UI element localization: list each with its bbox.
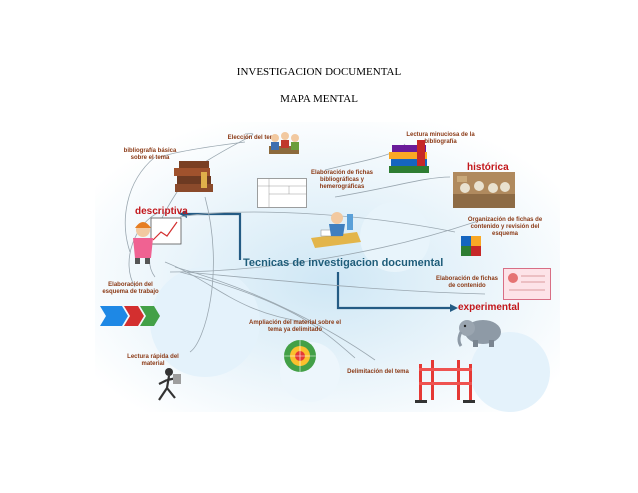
node-ampliacion-material: Ampliación del material sobre el tema ya… (248, 320, 342, 333)
bg-bubble (470, 332, 550, 412)
curve (124, 156, 156, 253)
content-card-icon (503, 268, 551, 300)
bg-bubble (150, 267, 260, 377)
category-historica: histórica (467, 162, 509, 173)
curve (184, 271, 486, 295)
student-writing-icon (311, 212, 361, 248)
curve (189, 196, 214, 353)
curve (128, 211, 161, 288)
node-delimitacion-tema: Delimitación del tema (347, 369, 409, 375)
node-organizacion-fichas: Organización de fichas de contenido y re… (467, 217, 543, 237)
historic-scene-icon (453, 172, 515, 208)
central-topic: Tecnicas de investigacion documental (243, 257, 444, 269)
node-esquema-trabajo: Elaboración del esquema de trabajo (102, 282, 159, 295)
mind-map: Elección del tema bibliografía básica so… (95, 122, 560, 412)
document-title: INVESTIGACION DOCUMENTAL (236, 66, 402, 78)
node-fichas-contenido: Elaboración de fichas de contenido (435, 276, 499, 289)
meeting-people-icon (269, 132, 299, 154)
book-stack-icon (174, 161, 213, 192)
node-lectura-minuciosa: Lectura minuciosa de la bibliografía (406, 132, 475, 145)
curve (169, 221, 476, 273)
arrowhead (450, 304, 458, 312)
node-lectura-rapida: Lectura rápida del material (127, 354, 179, 367)
node-fichas-bibliograficas: Elaboración de fichas bibliográficas y h… (310, 170, 374, 190)
curve (179, 271, 356, 359)
elephant-icon (457, 320, 501, 347)
document-subtitle: MAPA MENTAL (280, 93, 358, 105)
category-experimental: experimental (458, 302, 520, 313)
node-bibliografia-basica: bibliografía básica sobre el tema (123, 148, 177, 161)
puzzle-blocks-icon (461, 236, 481, 256)
barrier-fence-icon (415, 360, 475, 403)
mind-map-canvas (95, 122, 560, 412)
curve (204, 133, 254, 163)
circular-diagram-icon (284, 340, 316, 372)
curve (164, 261, 306, 323)
bibliographic-card-icon (257, 178, 307, 208)
running-man-icon (158, 368, 181, 401)
thin-connectors (124, 133, 486, 361)
colored-books-icon (389, 140, 429, 173)
node-eleccion-tema: Elección del tema (227, 135, 279, 141)
connector-central-experimental (336, 272, 450, 310)
work-schema-arrows-icon (100, 306, 160, 326)
category-descriptiva: descriptiva (135, 206, 188, 217)
curve (179, 211, 456, 233)
curve (174, 266, 376, 361)
teacher-chart-icon (133, 217, 182, 264)
curve (159, 141, 246, 158)
curve (334, 176, 451, 198)
